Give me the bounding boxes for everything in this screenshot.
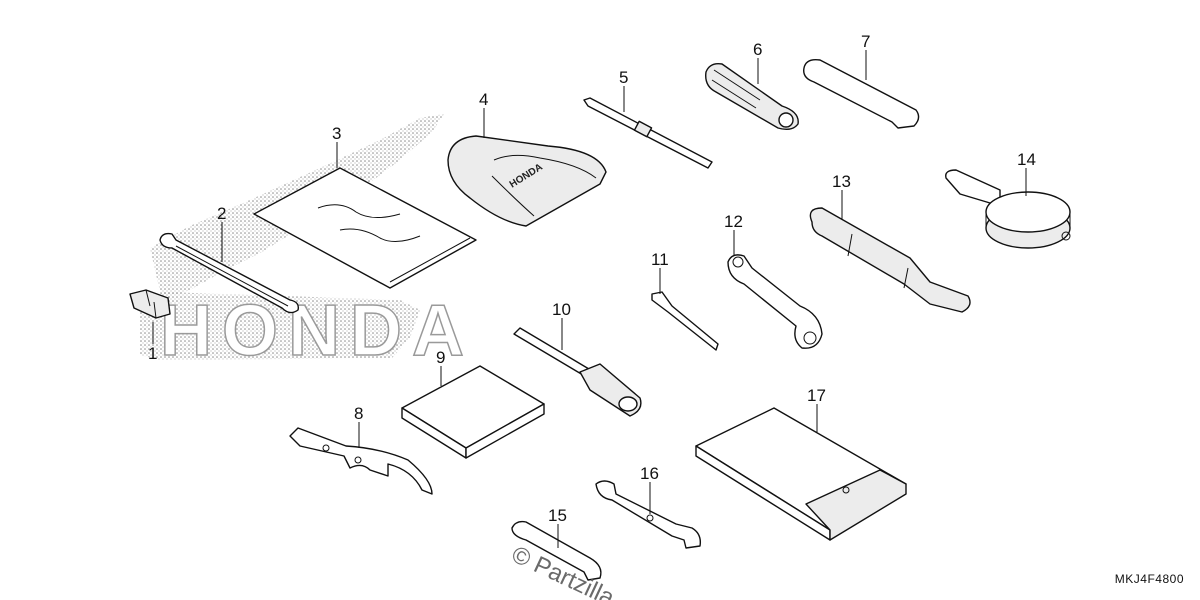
callout-17[interactable]: 17 <box>807 386 826 405</box>
callout-12[interactable]: 12 <box>724 212 743 231</box>
callout-10[interactable]: 10 <box>552 300 571 319</box>
drawing-code: MKJ4F4800 <box>1114 572 1184 586</box>
part-2-strap[interactable] <box>159 232 300 314</box>
callout-11[interactable]: 11 <box>651 250 669 269</box>
callout-6[interactable]: 6 <box>753 40 762 59</box>
callout-14[interactable]: 14 <box>1017 150 1036 169</box>
part-11-hex-key[interactable] <box>651 291 719 351</box>
callout-4[interactable]: 4 <box>479 90 488 109</box>
part-14-pressure-gauge[interactable] <box>945 169 1071 249</box>
part-1-clip[interactable] <box>129 289 171 319</box>
callout-3[interactable]: 3 <box>332 124 341 143</box>
callout-7[interactable]: 7 <box>861 32 870 51</box>
background-brand-text: HONDA <box>160 291 474 371</box>
callout-13[interactable]: 13 <box>832 172 851 191</box>
part-5-screwdriver-bit[interactable] <box>583 97 713 169</box>
leader-lines <box>152 50 1027 548</box>
part-8-pin-spanner[interactable] <box>289 427 433 495</box>
callout-1[interactable]: 1 <box>148 344 157 363</box>
callout-9[interactable]: 9 <box>436 348 445 367</box>
part-13-extension-tube[interactable] <box>809 207 971 313</box>
part-9-pad[interactable] <box>401 365 545 459</box>
part-15-small-spanner[interactable] <box>511 520 602 581</box>
callout-2[interactable]: 2 <box>217 204 226 223</box>
callout-8[interactable]: 8 <box>354 404 363 423</box>
part-10-plug-wrench[interactable] <box>513 327 642 417</box>
part-4-tool-pouch[interactable]: HONDA <box>447 135 607 227</box>
part-17-tool-bag[interactable] <box>695 407 907 541</box>
callout-5[interactable]: 5 <box>619 68 628 87</box>
part-12-box-wrench[interactable] <box>727 254 823 349</box>
part-7-handle-sleeve[interactable] <box>803 58 920 129</box>
part-6-screwdriver-handle[interactable] <box>705 62 799 131</box>
callout-labels: 1 2 3 4 5 6 7 8 9 10 11 12 13 14 15 16 1… <box>148 32 1036 525</box>
callout-15[interactable]: 15 <box>548 506 567 525</box>
part-3-document[interactable] <box>253 167 477 289</box>
part-16-open-end-wrench[interactable] <box>595 480 702 549</box>
callout-16[interactable]: 16 <box>640 464 659 483</box>
